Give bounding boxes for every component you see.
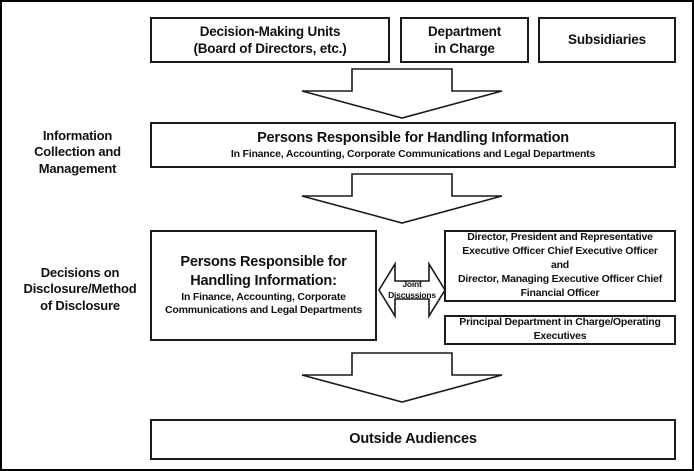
- subsidiaries-label: Subsidiaries: [568, 32, 646, 48]
- officers-line2: Executive Officer Chief Executive Office…: [462, 245, 658, 258]
- handling-information-subtitle: In Finance, Accounting, Corporate Commun…: [230, 147, 596, 160]
- stage-label-decisions-line1: Decisions on: [40, 265, 120, 280]
- decision-box-title-line2: Handling Information:: [190, 272, 337, 289]
- officers-line5: Financial Officer: [520, 286, 600, 299]
- joint-label-line1: Joint: [402, 279, 422, 290]
- officers-line3: and: [550, 259, 570, 272]
- stage-label-collection-line1: Information: [42, 128, 113, 143]
- department-in-charge-box: Department in Charge: [400, 17, 529, 63]
- officers-line1: Director, President and Representative: [467, 231, 653, 244]
- joint-discussions-label: Joint Discussions: [378, 260, 446, 320]
- down-arrow-icon-1: [301, 68, 503, 119]
- officers-box: Director, President and Representative E…: [444, 230, 676, 302]
- stage-label-collection-line2: Collection and: [34, 144, 121, 160]
- down-arrow-icon-3: [301, 352, 503, 403]
- stage-label-decisions-disclosure: Decisions on Disclosure/Method of Disclo…: [6, 265, 154, 314]
- principal-department-box: Principal Department in Charge/Operating…: [444, 315, 676, 345]
- handling-information-title: Persons Responsible for Handling Informa…: [257, 129, 569, 146]
- principal-department-label: Principal Department in Charge/Operating…: [459, 316, 661, 342]
- department-in-charge-line2: in Charge: [434, 41, 495, 56]
- stage-label-decisions-line3: of Disclosure: [40, 297, 120, 313]
- outside-audiences-box: Outside Audiences: [150, 419, 676, 460]
- outside-audiences-label: Outside Audiences: [349, 431, 477, 448]
- handling-information-box: Persons Responsible for Handling Informa…: [150, 122, 676, 168]
- decision-box-subtitle-line2: Communications and Legal Departments: [164, 304, 362, 317]
- decision-box-subtitle-line1: In Finance, Accounting, Corporate: [181, 290, 346, 303]
- decision-making-units-line2: (Board of Directors, etc.): [193, 41, 347, 56]
- decision-making-units-line1: Decision-Making Units: [199, 23, 341, 39]
- down-arrow-icon-2: [301, 173, 503, 224]
- subsidiaries-box: Subsidiaries: [538, 17, 676, 63]
- stage-label-information-collection: Information Collection and Management: [10, 128, 145, 177]
- officers-line4: Director, Managing Executive Officer Chi…: [458, 272, 662, 285]
- stage-label-decisions-line2: Disclosure/Method: [23, 281, 137, 297]
- handling-information-decision-box: Persons Responsible for Handling Informa…: [150, 230, 377, 341]
- decision-making-units-box: Decision-Making Units (Board of Director…: [150, 17, 390, 63]
- decision-box-title-line1: Persons Responsible for: [180, 254, 347, 271]
- department-in-charge-line1: Department: [427, 23, 501, 39]
- joint-label-line2: Discussions: [388, 290, 436, 300]
- stage-label-collection-line3: Management: [38, 160, 117, 176]
